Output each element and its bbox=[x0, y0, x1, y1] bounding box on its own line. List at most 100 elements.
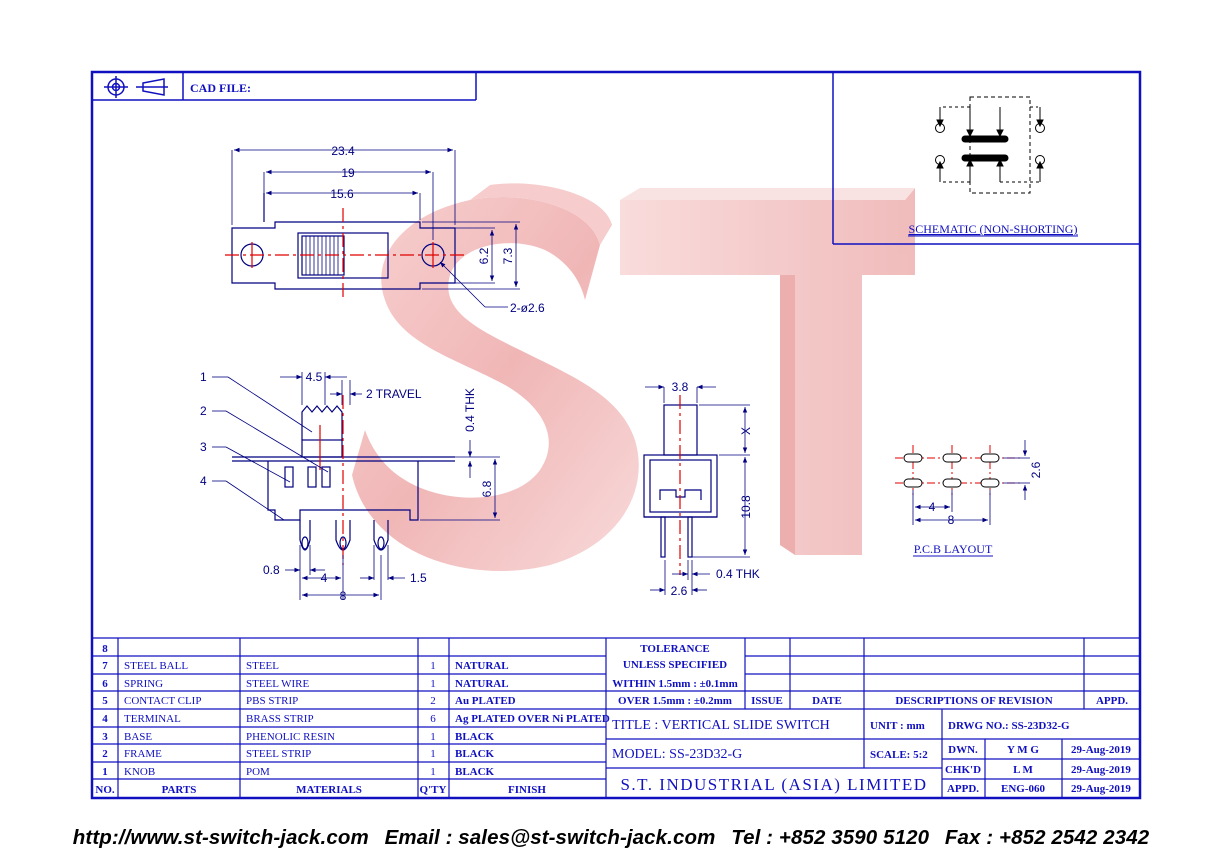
dwn-date: 29-Aug-2019 bbox=[1071, 744, 1131, 756]
cad-header: CAD FILE: bbox=[92, 72, 477, 101]
row-4-no: 4 bbox=[102, 713, 108, 725]
row-5-finish: Au PLATED bbox=[455, 695, 516, 707]
row-1-material: POM bbox=[246, 766, 270, 778]
dim-10-8: 10.8 bbox=[739, 495, 753, 519]
chkd-label: CHK'D bbox=[945, 764, 981, 776]
top-view bbox=[225, 147, 520, 308]
drawing-title: TITLE : VERTICAL SLIDE SWITCH bbox=[612, 718, 830, 733]
dim-travel: 2 TRAVEL bbox=[366, 387, 422, 401]
pcb-dim-8: 8 bbox=[948, 513, 955, 527]
row-7-material: STEEL bbox=[246, 660, 279, 672]
pcb-dim-4: 4 bbox=[929, 500, 936, 514]
model-number: MODEL: SS-23D32-G bbox=[612, 747, 742, 762]
dim-7-3: 7.3 bbox=[501, 247, 515, 264]
pcb-layout-label: P.C.B LAYOUT bbox=[914, 542, 993, 556]
row-7-finish: NATURAL bbox=[455, 660, 509, 672]
row-3-material: PHENOLIC RESIN bbox=[246, 731, 335, 743]
dim-1-5: 1.5 bbox=[410, 571, 427, 585]
row-5-part: CONTACT CLIP bbox=[124, 695, 201, 707]
cad-file-label: CAD FILE: bbox=[190, 81, 251, 95]
row-1-qty: 1 bbox=[430, 766, 436, 778]
pcb-dim-2-6: 2.6 bbox=[1029, 461, 1043, 478]
callout-3: 3 bbox=[200, 440, 207, 454]
dim-pitch-4: 4 bbox=[321, 571, 328, 585]
row-2-qty: 1 bbox=[430, 748, 436, 760]
callout-1: 1 bbox=[200, 370, 207, 384]
header-materials: MATERIALS bbox=[296, 784, 362, 796]
row-4-part: TERMINAL bbox=[124, 713, 181, 725]
appd-value: ENG-060 bbox=[1001, 783, 1046, 795]
callout-4: 4 bbox=[200, 474, 207, 488]
dim-x: X bbox=[739, 427, 753, 435]
row-4-material: BRASS STRIP bbox=[246, 713, 314, 725]
schematic-label: SCHEMATIC (NON-SHORTING) bbox=[909, 222, 1078, 236]
projection-symbol-icon bbox=[104, 76, 168, 98]
dim-0-8: 0.8 bbox=[263, 563, 280, 577]
appd-date: 29-Aug-2019 bbox=[1071, 783, 1131, 795]
tolerance-over: OVER 1.5mm : ±0.2mm bbox=[618, 695, 732, 707]
telephone-text: Tel : +852 3590 5120 bbox=[731, 826, 930, 849]
revision-issue-header: ISSUE bbox=[751, 695, 783, 707]
row-4-finish: Ag PLATED OVER Ni PLATED bbox=[455, 713, 610, 725]
parts-table: 8 7 STEEL BALL STEEL 1 NATURAL 6 SPRING … bbox=[92, 637, 1140, 798]
schematic-panel: SCHEMATIC (NON-SHORTING) bbox=[832, 72, 1140, 245]
row-2-finish: BLACK bbox=[455, 748, 495, 760]
fax-text: Fax : +852 2542 2342 bbox=[944, 826, 1150, 849]
scale-label: SCALE: 5:2 bbox=[870, 749, 928, 761]
header-no: NO. bbox=[95, 784, 115, 796]
row-3-finish: BLACK bbox=[455, 731, 495, 743]
dim-15-6: 15.6 bbox=[330, 187, 354, 201]
row-1-finish: BLACK bbox=[455, 766, 495, 778]
row-6-material: STEEL WIRE bbox=[246, 678, 310, 690]
callout-2: 2 bbox=[200, 404, 207, 418]
header-qty: Q'TY bbox=[420, 784, 447, 796]
dim-3-8: 3.8 bbox=[672, 380, 689, 394]
tolerance-subtitle: UNLESS SPECIFIED bbox=[623, 659, 727, 671]
row-1-part: KNOB bbox=[124, 766, 155, 778]
dim-2-6: 2.6 bbox=[671, 584, 688, 598]
row-6-part: SPRING bbox=[124, 678, 163, 690]
contact-footer: http://www.st-switch-jack.com Email : sa… bbox=[0, 826, 1232, 850]
pcb-layout bbox=[895, 440, 1030, 525]
row-3-part: BASE bbox=[124, 731, 152, 743]
row-2-material: STEEL STRIP bbox=[246, 748, 311, 760]
sheet-frame bbox=[90, 70, 1142, 800]
dim-thk-pin: 0.4 THK bbox=[716, 567, 760, 581]
row-7-part: STEEL BALL bbox=[124, 660, 188, 672]
chkd-value: L M bbox=[1013, 764, 1033, 776]
revision-block: TOLERANCE UNLESS SPECIFIED WITHIN 1.5mm … bbox=[606, 638, 1140, 710]
dim-thk-knob: 0.4 THK bbox=[463, 388, 477, 432]
chkd-date: 29-Aug-2019 bbox=[1071, 764, 1131, 776]
st-logo-watermark bbox=[352, 183, 915, 571]
tolerance-title: TOLERANCE bbox=[640, 643, 709, 655]
revision-appd-header: APPD. bbox=[1096, 695, 1128, 707]
row-5-qty: 2 bbox=[430, 695, 436, 707]
appd-label: APPD. bbox=[947, 783, 979, 795]
row-3-no: 3 bbox=[102, 731, 108, 743]
dim-hole-diameter: 2-ø2.6 bbox=[510, 301, 545, 315]
row-8-no: 8 bbox=[102, 643, 108, 655]
title-block: TITLE : VERTICAL SLIDE SWITCH UNIT : mm … bbox=[606, 709, 1140, 798]
side-view bbox=[643, 384, 750, 595]
revision-date-header: DATE bbox=[812, 695, 842, 707]
unit-label: UNIT : mm bbox=[870, 720, 925, 732]
row-7-no: 7 bbox=[102, 660, 108, 672]
row-6-no: 6 bbox=[102, 678, 108, 690]
dwn-label: DWN. bbox=[948, 744, 978, 756]
dim-6-8: 6.8 bbox=[480, 480, 494, 497]
front-view bbox=[212, 372, 500, 600]
row-1-no: 1 bbox=[102, 766, 108, 778]
row-6-qty: 1 bbox=[430, 678, 436, 690]
schematic-symbol bbox=[935, 96, 1045, 194]
row-5-no: 5 bbox=[102, 695, 108, 707]
dim-4-5: 4.5 bbox=[306, 370, 323, 384]
header-finish: FINISH bbox=[508, 784, 546, 796]
email-link[interactable]: Email : sales@st-switch-jack.com bbox=[384, 826, 716, 849]
row-3-qty: 1 bbox=[430, 731, 436, 743]
row-5-material: PBS STRIP bbox=[246, 695, 298, 707]
drawing-number: DRWG NO.: SS-23D32-G bbox=[948, 720, 1070, 732]
website-link[interactable]: http://www.st-switch-jack.com bbox=[72, 826, 369, 849]
company-name: S.T. INDUSTRIAL (ASIA) LIMITED bbox=[620, 775, 927, 794]
dim-6-2: 6.2 bbox=[477, 247, 491, 264]
